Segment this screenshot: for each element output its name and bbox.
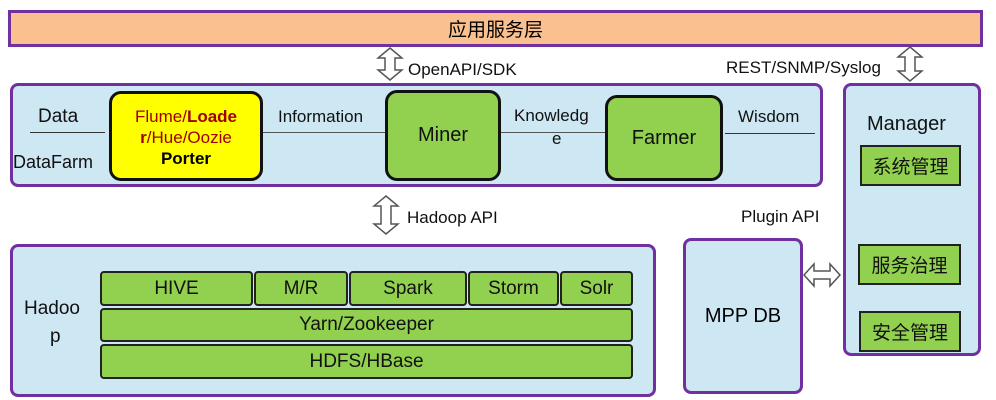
component-spark: Spark xyxy=(349,271,467,306)
openapi-arrow-icon xyxy=(376,47,404,81)
porter-box: Flume/Loade r/Hue/Oozie Porter xyxy=(109,91,263,181)
app-service-layer: 应用服务层 xyxy=(8,10,983,47)
manager-item-label: 系统管理 xyxy=(872,156,949,178)
component-label: M/R xyxy=(283,277,319,299)
datafarm-label: DataFarm xyxy=(13,152,94,172)
porter-line1b: Loade xyxy=(186,107,238,126)
information-label: Information xyxy=(278,107,364,126)
component-label: HIVE xyxy=(154,277,199,299)
hadoop-label-2: p xyxy=(50,326,61,347)
plugin-api-label: Plugin API xyxy=(741,207,820,226)
farmer-box: Farmer xyxy=(605,95,723,181)
component-hive: HIVE xyxy=(100,271,253,306)
hdfs-hbase: HDFS/HBase xyxy=(100,344,633,379)
divider xyxy=(30,132,105,133)
miner-box: Miner xyxy=(385,90,501,181)
manager-item-service[interactable]: 服务治理 xyxy=(858,244,961,285)
porter-label: Porter xyxy=(160,149,212,168)
farmer-label: Farmer xyxy=(631,126,697,149)
manager-item-system[interactable]: 系统管理 xyxy=(860,145,961,186)
rest-arrow-icon xyxy=(896,46,924,82)
information-line xyxy=(263,132,385,133)
rest-label: REST/SNMP/Syslog xyxy=(726,58,881,77)
hadoop-api-label: Hadoop API xyxy=(407,208,498,227)
yarn-zookeeper: Yarn/Zookeeper xyxy=(100,308,633,342)
mppdb-panel: MPP DB xyxy=(683,238,803,394)
manager-panel xyxy=(843,83,981,356)
plugin-arrow-icon xyxy=(802,262,842,288)
hdfs-label: HDFS/HBase xyxy=(309,350,424,372)
openapi-label: OpenAPI/SDK xyxy=(408,60,517,79)
porter-line1a: Flume/ xyxy=(134,107,187,126)
component-storm: Storm xyxy=(468,271,559,306)
wisdom-line xyxy=(725,133,815,134)
app-service-layer-label: 应用服务层 xyxy=(447,19,543,41)
hadoop-label: Hadoo xyxy=(24,298,80,319)
knowledge-label-2: e xyxy=(552,129,562,148)
component-label: Spark xyxy=(383,277,433,299)
knowledge-label: Knowledg xyxy=(514,106,589,125)
manager-item-security[interactable]: 安全管理 xyxy=(859,311,961,352)
component-mr: M/R xyxy=(254,271,348,306)
wisdom-label: Wisdom xyxy=(738,107,800,126)
yarn-label: Yarn/Zookeeper xyxy=(299,314,434,335)
porter-line2b: /Hue/Oozie xyxy=(146,128,232,147)
manager-item-label: 安全管理 xyxy=(871,322,948,344)
porter-line2a: r xyxy=(140,128,147,147)
component-label: Storm xyxy=(488,277,539,299)
manager-item-label: 服务治理 xyxy=(871,255,948,277)
component-label: Solr xyxy=(579,277,614,299)
mppdb-label: MPP DB xyxy=(704,304,782,327)
knowledge-line xyxy=(501,132,605,133)
manager-title: Manager xyxy=(867,113,946,135)
data-label: Data xyxy=(38,106,79,127)
hadoop-api-arrow-icon xyxy=(372,195,400,235)
component-solr: Solr xyxy=(560,271,633,306)
miner-label: Miner xyxy=(417,124,468,146)
